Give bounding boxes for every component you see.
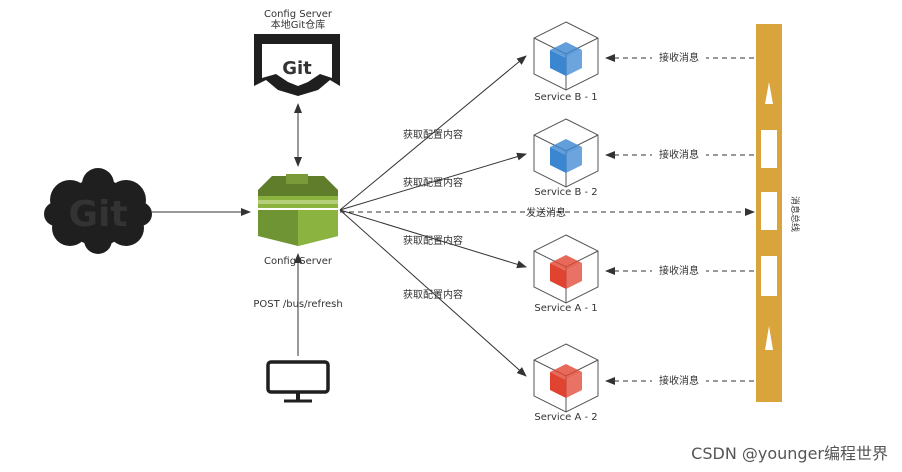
send-message-label: 发送消息 <box>526 206 566 219</box>
service-label: Service B - 1 <box>534 92 597 103</box>
message-bus <box>756 24 782 402</box>
git-repo-node: Config Server 本地Git仓库 Git <box>254 9 340 96</box>
fetch-arrows <box>339 55 527 377</box>
monitor-icon <box>266 360 330 403</box>
git-logo-text: Git <box>68 194 127 235</box>
git-logo: Git <box>44 168 152 254</box>
git-repo-subtitle: 本地Git仓库 <box>271 18 325 31</box>
receive-label-1: 接收消息 <box>659 51 699 64</box>
git-repo-title: Config Server <box>264 9 333 20</box>
post-refresh-label: POST /bus/refresh <box>253 299 342 310</box>
service-node: Service B - 2 <box>533 118 599 198</box>
config-server-icon <box>258 174 338 246</box>
fetch-label-4: 获取配置内容 <box>403 288 463 301</box>
service-node: Service B - 1 <box>533 21 599 103</box>
receive-label-2: 接收消息 <box>659 148 699 161</box>
service-label: Service A - 1 <box>534 303 597 314</box>
receive-label-3: 接收消息 <box>659 264 699 277</box>
receive-arrows <box>605 54 754 385</box>
service-node: Service A - 1 <box>533 234 599 314</box>
message-bus-label: 消息总线 <box>789 196 801 232</box>
fetch-label-3: 获取配置内容 <box>403 234 463 247</box>
receive-label-4: 接收消息 <box>659 374 699 387</box>
services: Service B - 1 Service B - 2 Service A - 1 S… <box>533 21 599 423</box>
service-label: Service A - 2 <box>534 412 597 423</box>
fetch-label-1: 获取配置内容 <box>403 128 463 141</box>
service-label: Service B - 2 <box>534 187 597 198</box>
watermark: CSDN @younger编程世界 <box>691 444 888 463</box>
git-repo-badge-text: Git <box>282 58 312 79</box>
service-node: Service A - 2 <box>533 343 599 423</box>
fetch-label-2: 获取配置内容 <box>403 176 463 189</box>
